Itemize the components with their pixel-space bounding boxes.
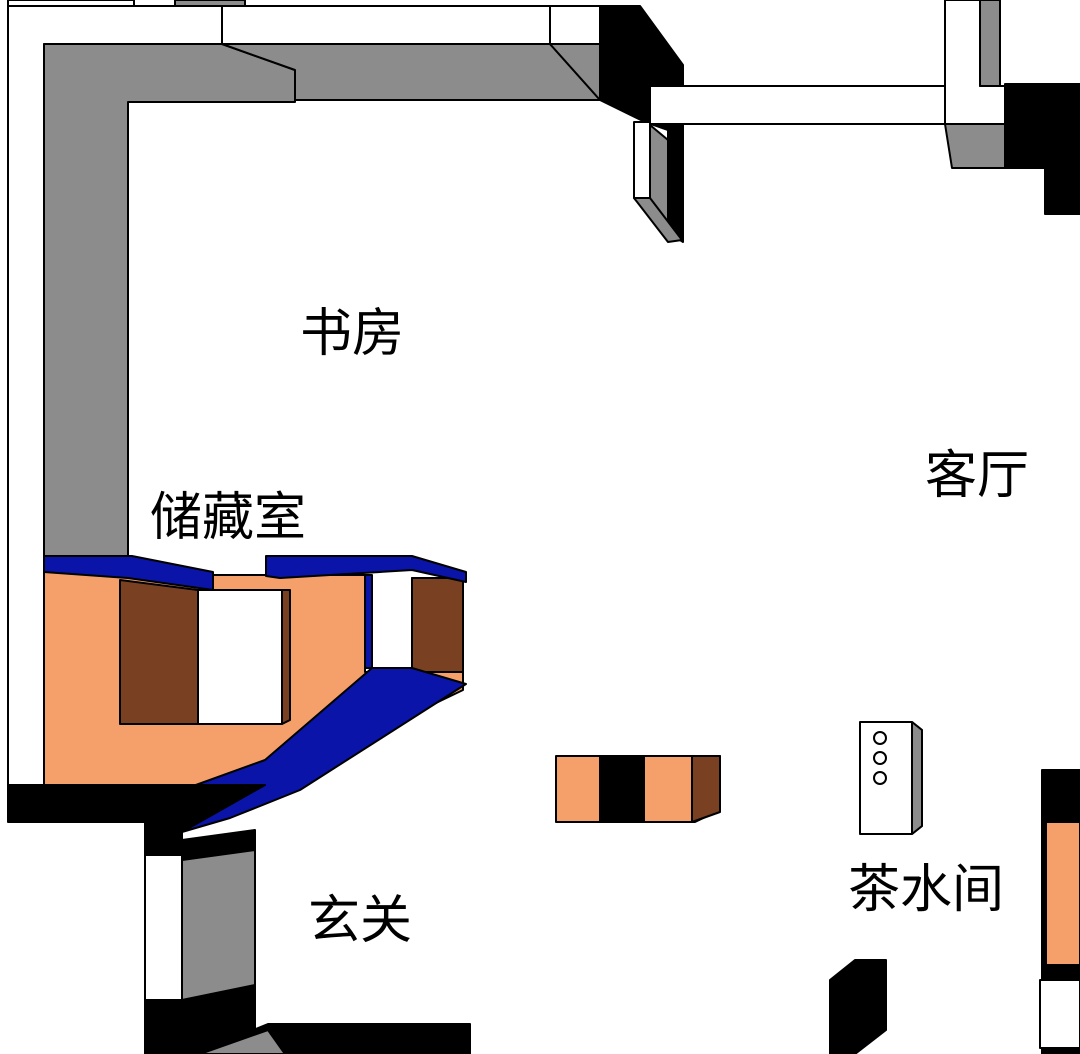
cabinet-storage-side-right: [411, 577, 464, 673]
room-label-tea: 茶水间: [848, 860, 1005, 920]
stove-burner-3: [873, 771, 887, 785]
cabinet-storage-opening-edge: [281, 589, 291, 725]
wall-top-right-face: [649, 85, 946, 125]
column-right-side: [944, 123, 1006, 169]
wall-top-side-face: [221, 43, 601, 101]
stove-burner-2: [873, 751, 887, 765]
wall-top-end: [549, 5, 601, 45]
cabinet-middle-dark: [599, 755, 645, 823]
wall-right-bottom-face: [1039, 979, 1080, 1049]
wall-foyer-face: [144, 854, 183, 1001]
room-label-study: 书房: [300, 304, 405, 364]
cabinet-edge-left: [43, 555, 214, 591]
cabinet-right: [1045, 821, 1080, 966]
column-right-inner: [979, 0, 1001, 87]
room-label-storage: 储藏室: [150, 488, 307, 548]
stove-burner-1: [873, 731, 887, 745]
cabinet-storage-opening: [197, 589, 283, 725]
wall-left-side-face: [43, 43, 296, 561]
cabinet-edge-right: [265, 555, 467, 583]
wall-top-face: [221, 5, 601, 45]
wall-door-jamb: [633, 121, 651, 199]
wall-foyer-side: [181, 849, 256, 1001]
room-label-foyer: 玄关: [308, 891, 413, 951]
block-bottom-middle: [829, 959, 887, 1054]
cabinet-storage-side-left: [119, 579, 199, 725]
wall-door-jamb-bottom: [633, 197, 683, 243]
room-label-living: 客厅: [925, 446, 1030, 506]
cabinet-divider: [364, 574, 373, 669]
appliance-stove-side: [911, 721, 923, 835]
pillar-right-top: [1004, 83, 1080, 215]
wall-foyer-bottom-step: [199, 1029, 286, 1054]
cabinet-middle-side: [691, 755, 721, 823]
